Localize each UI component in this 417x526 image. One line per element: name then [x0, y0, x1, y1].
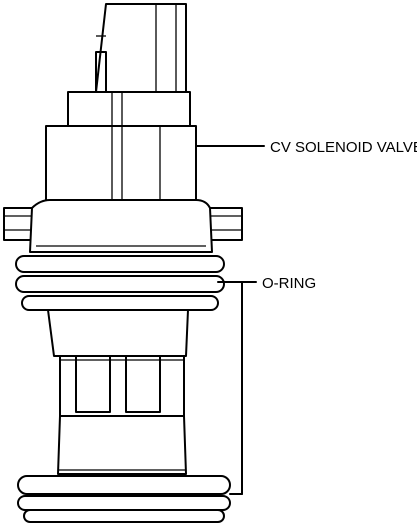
- upper-o-rings: [15, 255, 225, 311]
- leader-lines: [195, 145, 265, 495]
- lower-o-ring: [17, 475, 231, 523]
- valve-body: [47, 309, 189, 475]
- solenoid-housing: [45, 91, 197, 209]
- flange: [3, 199, 243, 253]
- connector: [95, 3, 187, 93]
- label-cv-solenoid-valve: CV SOLENOID VALVE: [270, 139, 417, 156]
- label-o-ring: O-RING: [262, 275, 316, 292]
